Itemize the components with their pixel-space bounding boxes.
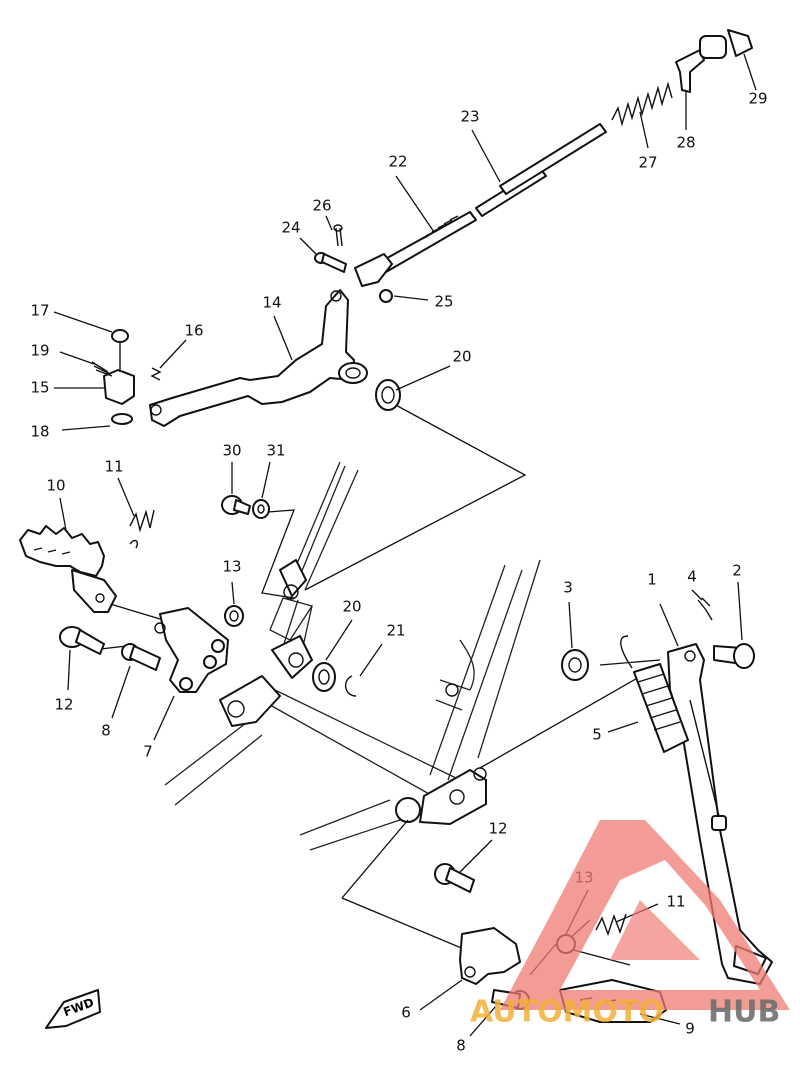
brake-rod (354, 123, 607, 303)
callout-19: 19 (30, 342, 49, 360)
callout-8-right: 8 (456, 1037, 466, 1055)
nut-13-left (224, 605, 244, 627)
callout-5: 5 (592, 726, 602, 744)
callout-13-left: 13 (222, 558, 241, 576)
callout-24: 24 (281, 219, 300, 237)
callout-16: 16 (184, 322, 203, 340)
watermark-wordmark: AUTOMOTO HUB (470, 995, 780, 1030)
clevis-pin-24 (314, 252, 347, 273)
callout-29: 29 (748, 90, 767, 108)
callout-26: 26 (312, 197, 331, 215)
callout-11-right: 11 (666, 893, 685, 911)
callout-8-left: 8 (101, 722, 111, 740)
cotter-4 (697, 597, 713, 621)
callout-labels: 1 2 3 4 5 6 7 8 8 9 10 11 11 12 12 13 13… (30, 90, 767, 1055)
callout-18: 18 (30, 423, 49, 441)
bolt-2 (713, 643, 755, 669)
pedal-tip-parts (91, 329, 162, 425)
callout-10: 10 (46, 477, 65, 495)
callout-28: 28 (676, 134, 695, 152)
callout-30: 30 (222, 442, 241, 460)
washer-31 (252, 499, 270, 519)
callout-12-right: 12 (488, 820, 507, 838)
callout-3: 3 (563, 579, 573, 597)
callout-23: 23 (460, 108, 479, 126)
fwd-direction-arrow: FWD (45, 989, 101, 1029)
callout-6: 6 (401, 1004, 411, 1022)
frame-tubes (164, 461, 541, 851)
callout-1: 1 (647, 571, 657, 589)
circlip-21 (345, 675, 357, 697)
callout-31: 31 (266, 442, 285, 460)
callout-20-upper: 20 (452, 348, 471, 366)
brake-pedal (149, 289, 368, 427)
bolt-30 (221, 495, 251, 515)
watermark-text-part1: AUTOMOTO (470, 995, 664, 1030)
wing-nut-29 (699, 29, 753, 59)
nut-3 (561, 649, 589, 681)
bolt-12-right (434, 863, 475, 893)
bolt-12-left (59, 626, 105, 655)
callout-9: 9 (685, 1020, 695, 1038)
washer-20-lower (312, 662, 336, 692)
callout-25: 25 (434, 293, 453, 311)
watermark-logo-shape (500, 820, 790, 1010)
footrest-bracket-7 (154, 607, 229, 693)
callout-2: 2 (732, 562, 742, 580)
callout-7: 7 (143, 743, 153, 761)
adjuster-28 (675, 49, 705, 93)
callout-14: 14 (262, 294, 281, 312)
callout-4: 4 (687, 568, 697, 586)
cotter-pin-26 (333, 224, 343, 247)
spring-11-left (129, 509, 155, 549)
callout-12-left: 12 (54, 696, 73, 714)
watermark-logo (500, 820, 790, 1010)
callout-17: 17 (30, 302, 49, 320)
callout-20-lower: 20 (342, 598, 361, 616)
watermark-inner-triangle (610, 900, 700, 960)
bolt-8-left (121, 643, 161, 671)
callout-leaders (53, 53, 757, 1037)
spring-11-right (595, 913, 627, 937)
footrest-left (19, 525, 117, 613)
watermark-text-part2: HUB (708, 995, 780, 1030)
callout-22: 22 (388, 153, 407, 171)
rod-spring-27 (611, 81, 673, 127)
callout-21: 21 (386, 622, 405, 640)
callout-27: 27 (638, 154, 657, 172)
washer-20-upper (375, 379, 401, 411)
sidestand (667, 643, 773, 985)
callout-11-left: 11 (104, 458, 123, 476)
spring-5 (620, 635, 689, 753)
callout-15: 15 (30, 379, 49, 397)
